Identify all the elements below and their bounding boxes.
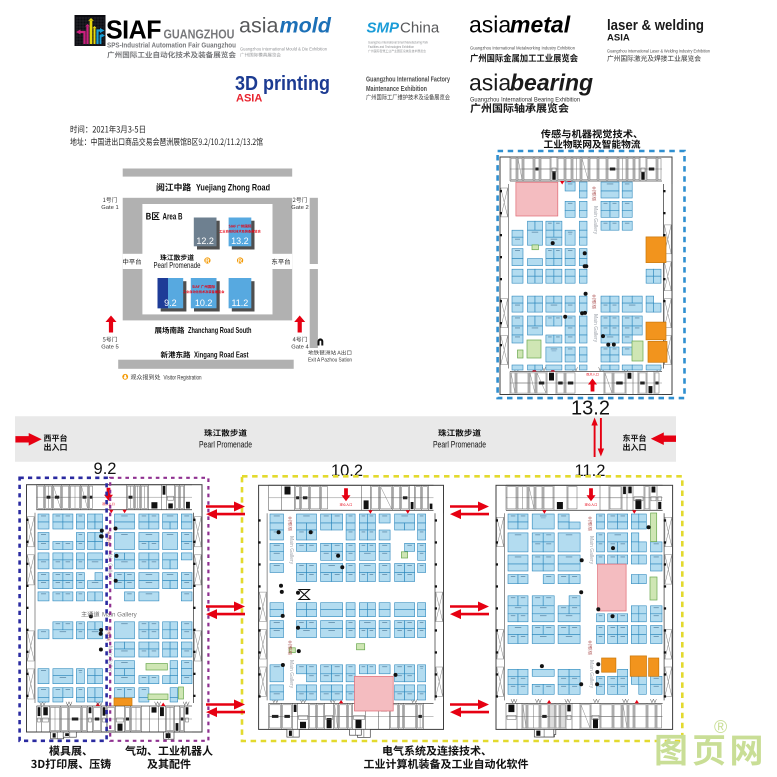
svg-text:Pearl Promenade: Pearl Promenade: [154, 260, 201, 270]
svg-text:Guangzhou International Laser: Guangzhou International Laser & Welding …: [607, 49, 711, 54]
svg-text:metal: metal: [510, 12, 571, 38]
svg-text:ASIA: ASIA: [236, 93, 262, 105]
svg-text:Area B: Area B: [163, 212, 183, 222]
svg-text:9.2: 9.2: [94, 460, 117, 478]
svg-text:Main Gallery: Main Gallery: [588, 660, 594, 689]
svg-text:Guangzhou International Smart: Guangzhou International Smart Manufactur…: [368, 41, 428, 45]
svg-text:Main Gallery: Main Gallery: [592, 314, 598, 343]
svg-text:Gate 5: Gate 5: [101, 345, 118, 351]
svg-text:Zhanchang Road South: Zhanchang Road South: [188, 325, 252, 335]
svg-text:Main Gallery: Main Gallery: [107, 551, 113, 580]
svg-text:Exit A Pazhou Sation: Exit A Pazhou Sation: [308, 358, 352, 364]
svg-text:R: R: [238, 259, 243, 265]
svg-text:asia: asia: [469, 12, 511, 38]
svg-text:Gate 4: Gate 4: [291, 345, 309, 351]
svg-text:Yuejiang Zhong Road: Yuejiang Zhong Road: [196, 183, 270, 194]
svg-text:SIAF: SIAF: [106, 17, 161, 45]
svg-text:GUANGZHOU: GUANGZHOU: [164, 28, 235, 42]
svg-text:12.2: 12.2: [196, 236, 214, 246]
svg-text:laser & welding: laser & welding: [607, 18, 704, 34]
svg-text:R: R: [205, 259, 210, 265]
svg-text:asia: asia: [469, 70, 511, 96]
svg-text:Facilities and Technologies Ex: Facilities and Technologies Exhibition: [368, 45, 414, 49]
svg-text:mold: mold: [280, 14, 332, 38]
svg-text:Gate 2: Gate 2: [291, 205, 308, 211]
svg-text:3D printing: 3D printing: [235, 72, 330, 95]
svg-text:Visitor Registration: Visitor Registration: [164, 374, 202, 381]
svg-text:Maintenance Exhibition: Maintenance Exhibition: [366, 84, 427, 93]
svg-text:Guangzhou International Bearin: Guangzhou International Bearing Exhibiti…: [470, 97, 580, 104]
svg-text:Guangzhou International Mould: Guangzhou International Mould & Die Exhi…: [240, 47, 328, 52]
svg-text:Main Gallery: Main Gallery: [288, 660, 294, 689]
svg-text:Gate 1: Gate 1: [101, 205, 118, 211]
svg-text:Pearl Promenade: Pearl Promenade: [433, 440, 486, 450]
svg-text:SPS-Industrial Automation Fair: SPS-Industrial Automation Fair Guangzhou: [107, 43, 236, 50]
svg-text:13.2: 13.2: [571, 398, 610, 420]
svg-text:ASIA: ASIA: [607, 33, 630, 44]
svg-text:Main Gallery: Main Gallery: [288, 536, 294, 565]
svg-text:9.2: 9.2: [164, 298, 177, 308]
svg-text:11.2: 11.2: [231, 298, 248, 308]
svg-text:Xingang Road East: Xingang Road East: [194, 350, 249, 360]
svg-text:China: China: [400, 20, 440, 37]
svg-text:10.2: 10.2: [195, 298, 213, 308]
svg-text:Guangzhou International Metalw: Guangzhou International Metalworking Ind…: [470, 46, 576, 51]
svg-text:Main Gallery: Main Gallery: [592, 206, 598, 235]
svg-text:Pearl Promenade: Pearl Promenade: [199, 440, 252, 450]
svg-text:Main Gallery: Main Gallery: [588, 536, 594, 565]
svg-text:Main Gallery: Main Gallery: [102, 612, 138, 619]
svg-text:13.2: 13.2: [231, 236, 249, 246]
svg-text:bearing: bearing: [510, 70, 593, 96]
svg-text:asia: asia: [239, 14, 278, 38]
svg-text:®: ®: [714, 717, 727, 737]
svg-text:Guangzhou International Factor: Guangzhou International Factory: [366, 75, 450, 84]
svg-text:SMP: SMP: [367, 20, 401, 37]
